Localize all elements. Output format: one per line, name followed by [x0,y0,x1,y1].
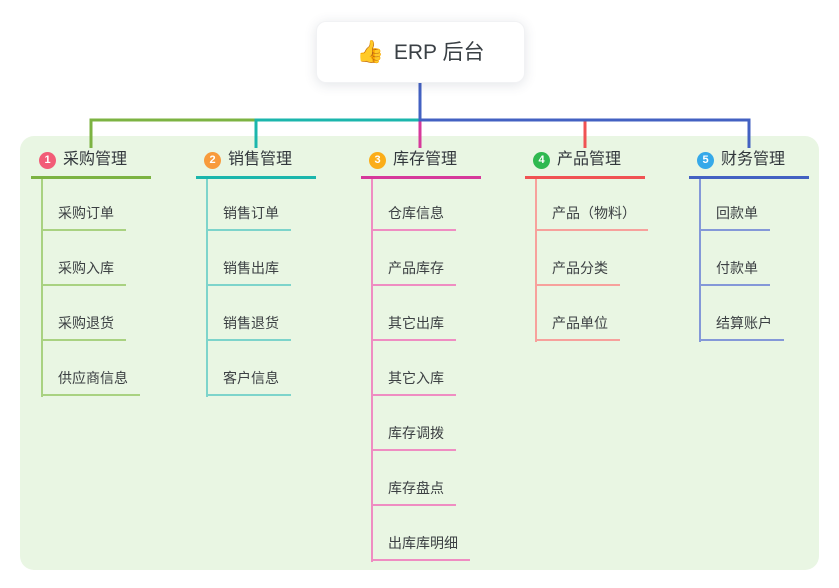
branch-number-badge: 2 [204,151,221,169]
branch-title-sales[interactable]: 2 销售管理 [196,149,316,179]
branch-child-connector [206,179,208,397]
node-other-outbound[interactable]: 其它出库 [371,314,456,341]
node-sales-outbound[interactable]: 销售出库 [206,259,291,286]
branch-label: 库存管理 [393,151,458,168]
node-product-stock[interactable]: 产品库存 [371,259,456,286]
node-product-material[interactable]: 产品（物料） [535,204,648,231]
node-purchase-inbound[interactable]: 采购入库 [41,259,126,286]
branch-label: 财务管理 [721,151,786,168]
node-purchase-order[interactable]: 采购订单 [41,204,126,231]
node-product-category[interactable]: 产品分类 [535,259,620,286]
node-stock-transfer[interactable]: 库存调拨 [371,424,456,451]
branches-panel [20,136,819,570]
branch-title-product[interactable]: 4 产品管理 [525,149,645,179]
thumbs-up-icon: 👍 [356,39,384,64]
branch-label: 采购管理 [63,151,128,168]
branch-child-connector [699,179,701,342]
node-product-unit[interactable]: 产品单位 [535,314,620,341]
node-receipt-bill[interactable]: 回款单 [699,204,770,231]
branch-label: 销售管理 [228,151,293,168]
branch-title-inventory[interactable]: 3 库存管理 [361,149,481,179]
node-customer-info[interactable]: 客户信息 [206,369,291,396]
node-purchase-return[interactable]: 采购退货 [41,314,126,341]
node-settlement-account[interactable]: 结算账户 [699,314,784,341]
node-supplier-info[interactable]: 供应商信息 [41,369,140,396]
node-sales-order[interactable]: 销售订单 [206,204,291,231]
branch-child-connector [41,179,43,397]
branch-child-connector [371,179,373,562]
node-sales-return[interactable]: 销售退货 [206,314,291,341]
root-label: ERP 后台 [393,40,485,64]
branch-number-badge: 3 [369,151,386,169]
branch-title-finance[interactable]: 5 财务管理 [689,149,809,179]
node-payment-bill[interactable]: 付款单 [699,259,770,286]
branch-title-purchase[interactable]: 1 采购管理 [31,149,151,179]
branch-number-badge: 1 [39,151,56,169]
node-stock-count[interactable]: 库存盘点 [371,479,456,506]
branch-number-badge: 4 [533,151,550,169]
branch-label: 产品管理 [557,151,622,168]
node-other-inbound[interactable]: 其它入库 [371,369,456,396]
branch-number-badge: 5 [697,151,714,169]
branch-child-connector [535,179,537,342]
node-stock-detail[interactable]: 出库库明细 [371,534,470,561]
root-node[interactable]: 👍 ERP 后台 [316,21,525,83]
node-warehouse-info[interactable]: 仓库信息 [371,204,456,231]
